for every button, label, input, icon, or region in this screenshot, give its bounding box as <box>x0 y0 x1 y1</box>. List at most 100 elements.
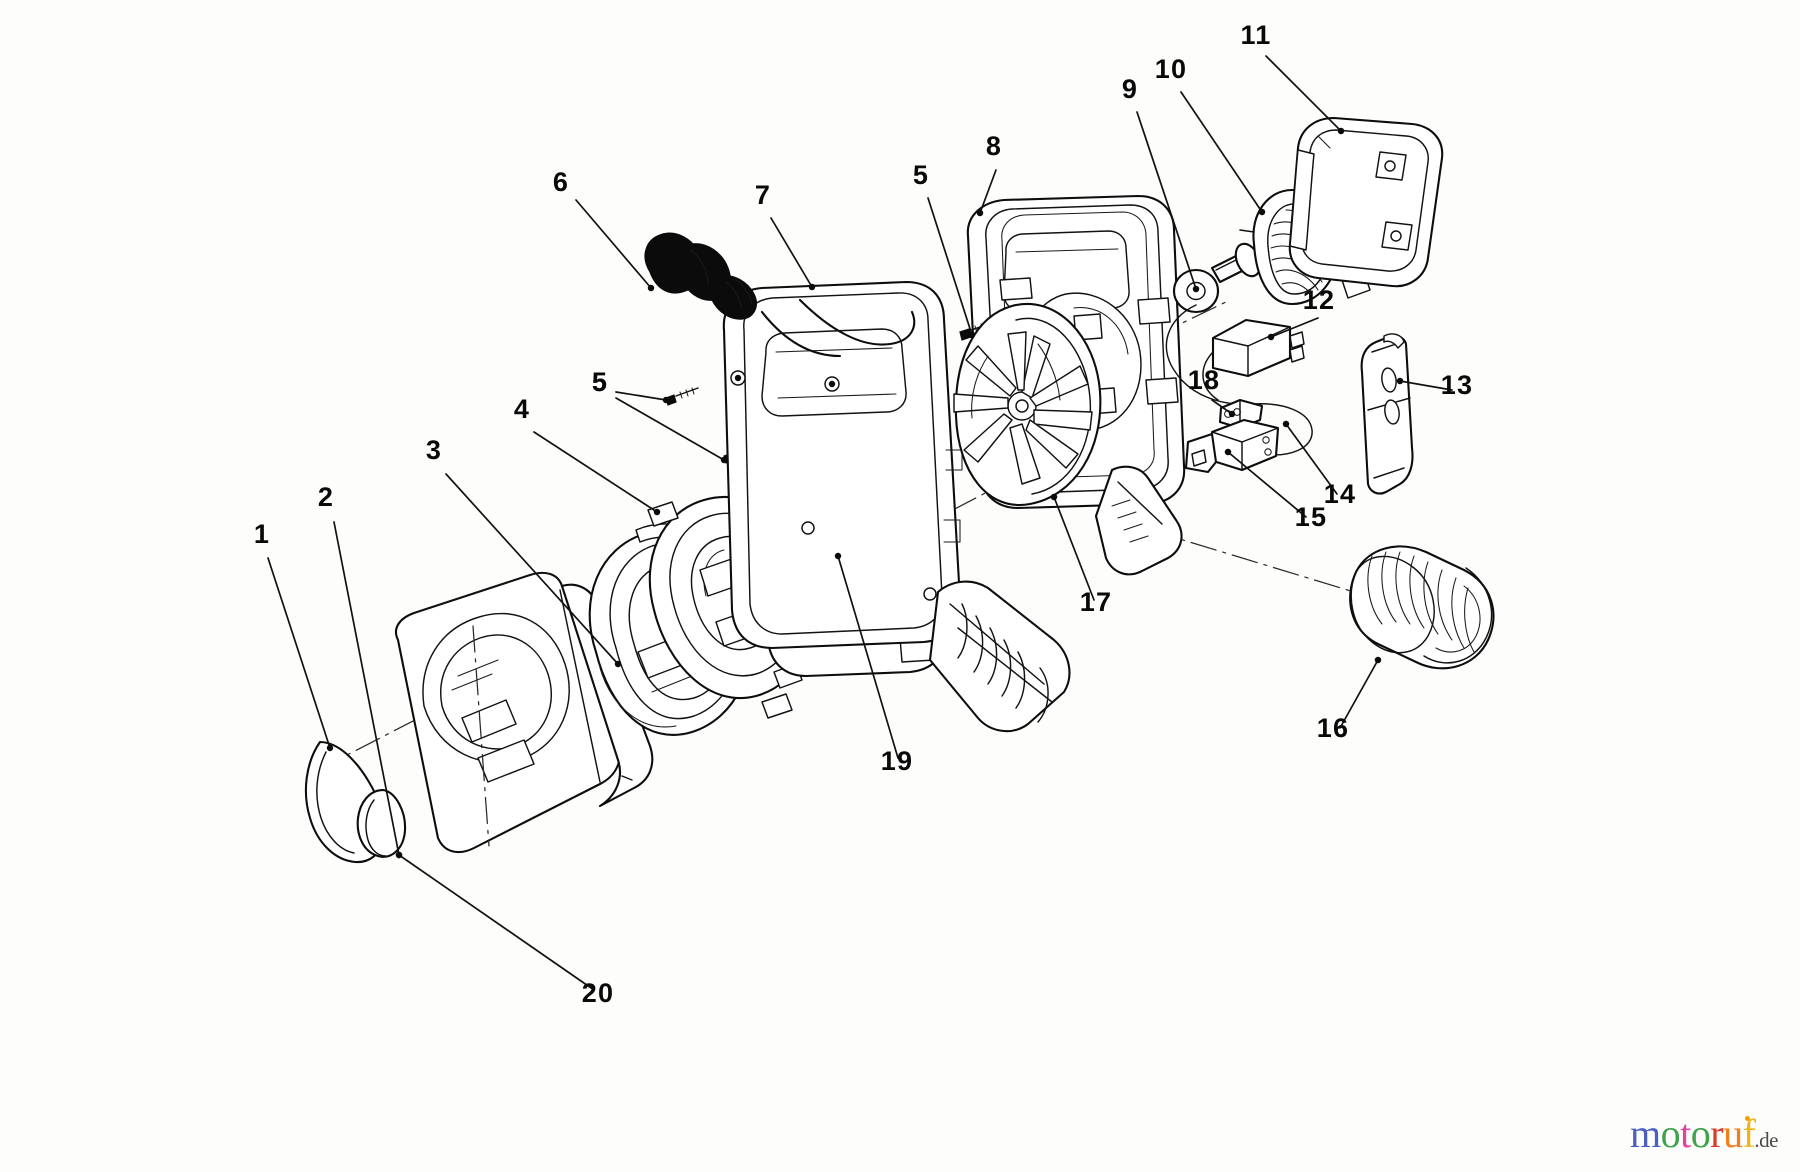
callout-number-3: 3 <box>426 435 442 465</box>
callout-number-11: 11 <box>1241 20 1272 50</box>
callout-leader-10 <box>1180 91 1263 213</box>
callout-leader-14 <box>1285 423 1338 495</box>
callout-leader-5a <box>615 391 667 401</box>
part-15-switch-trigger <box>1184 418 1280 474</box>
callout-number-10: 10 <box>1155 54 1187 84</box>
callout-leader-6 <box>575 199 652 289</box>
watermark-letter-1: o <box>1660 1111 1681 1156</box>
callout-tip-7 <box>808 283 816 291</box>
callout-tip-18 <box>1228 410 1236 418</box>
callout-7: 7 <box>755 180 816 291</box>
callout-number-8: 8 <box>986 131 1002 161</box>
motoruf-watermark: motoruf.de <box>1630 1114 1778 1154</box>
callout-tip-3 <box>614 660 622 668</box>
part-7-housing-half-left <box>722 280 1071 733</box>
callout-20: 20 <box>395 851 613 1008</box>
callout-leader-19 <box>837 555 899 759</box>
callout-leader-20 <box>398 854 595 991</box>
part-2-vacuum-inlet-cover <box>394 571 654 859</box>
callout-tip-20 <box>395 851 403 859</box>
callout-5a: 5 <box>592 367 670 404</box>
callout-9: 9 <box>1122 74 1200 293</box>
callout-leader-13 <box>1399 380 1453 391</box>
callout-16: 16 <box>1317 656 1382 743</box>
callout-tip-5c <box>968 331 976 339</box>
callout-number-18: 18 <box>1188 365 1220 395</box>
callout-tip-10 <box>1258 208 1266 216</box>
callout-6: 6 <box>553 167 655 292</box>
callout-number-19: 19 <box>881 746 913 776</box>
part-11-motor-cover <box>1288 116 1444 288</box>
callout-leader-17 <box>1053 496 1095 601</box>
callout-number-14: 14 <box>1324 479 1356 509</box>
callout-leader-4 <box>533 431 658 513</box>
callout-number-17: 17 <box>1080 587 1112 617</box>
part-17-impeller-fan <box>953 303 1102 507</box>
callout-number-13: 13 <box>1441 370 1473 400</box>
callout-tip-5a <box>662 396 670 404</box>
watermark-suffix: .de <box>1754 1128 1778 1152</box>
callout-leader-11 <box>1265 55 1342 132</box>
callout-number-1: 1 <box>254 519 270 549</box>
callout-leader-3 <box>445 473 619 665</box>
callout-tip-9 <box>1192 285 1200 293</box>
callout-tip-12 <box>1267 333 1275 341</box>
callout-10: 10 <box>1155 54 1266 216</box>
callout-leader-1 <box>267 557 331 749</box>
callout-tip-8 <box>976 209 984 217</box>
callout-number-15: 15 <box>1295 502 1327 532</box>
callout-tip-6 <box>647 284 655 292</box>
watermark-letter-3: o <box>1690 1111 1711 1156</box>
callout-number-9: 9 <box>1122 74 1138 104</box>
callout-leader-5c <box>927 197 973 336</box>
part-6-power-cord-plug <box>644 232 916 358</box>
callout-leader-8 <box>979 169 997 214</box>
callout-number-12: 12 <box>1303 285 1335 315</box>
callout-number-4: 4 <box>514 394 530 424</box>
callout-tip-13 <box>1396 377 1404 385</box>
watermark-letter-2: t <box>1680 1111 1691 1156</box>
callout-leader-5b <box>615 397 725 461</box>
callout-number-6: 6 <box>553 167 569 197</box>
callout-number-5a: 5 <box>592 367 608 397</box>
callout-8: 8 <box>976 131 1002 217</box>
callout-13: 13 <box>1396 370 1473 400</box>
callout-1: 1 <box>254 519 334 752</box>
callout-tip-4 <box>653 508 661 516</box>
callout-4: 4 <box>514 394 661 516</box>
callout-leader-7 <box>770 217 813 288</box>
callout-14: 14 <box>1282 420 1356 509</box>
callout-11: 11 <box>1241 20 1345 135</box>
callout-tip-11 <box>1337 127 1345 135</box>
callout-tip-14 <box>1282 420 1290 428</box>
watermark-letter-4: r <box>1710 1111 1724 1156</box>
callout-19: 19 <box>834 552 913 776</box>
callout-number-7: 7 <box>755 180 771 210</box>
callout-tip-15 <box>1224 448 1232 456</box>
callout-17: 17 <box>1050 493 1112 617</box>
callout-leader-16 <box>1339 659 1379 729</box>
callout-tip-5b <box>720 456 728 464</box>
callout-leader-18 <box>1211 399 1233 415</box>
callout-5c: 5 <box>913 160 976 339</box>
watermark-letter-5: u <box>1723 1111 1743 1156</box>
callout-18: 18 <box>1188 365 1236 418</box>
callout-number-16: 16 <box>1317 713 1349 743</box>
watermark-dot <box>1745 1116 1751 1121</box>
callout-leader-15 <box>1227 451 1307 518</box>
part-16-ribbed-nozzle-cuff <box>1349 545 1495 670</box>
callout-5b: 5 <box>592 367 728 464</box>
callout-tip-19 <box>834 552 842 560</box>
callout-leader-9 <box>1136 111 1197 290</box>
callout-15: 15 <box>1224 448 1327 532</box>
watermark-letter-6: f <box>1742 1111 1756 1156</box>
callout-12: 12 <box>1267 285 1335 341</box>
callout-leader-12 <box>1270 317 1319 338</box>
callout-leader-2 <box>333 521 400 856</box>
callout-tip-16 <box>1374 656 1382 664</box>
callout-number-5b: 5 <box>592 367 608 397</box>
callout-3: 3 <box>426 435 622 668</box>
